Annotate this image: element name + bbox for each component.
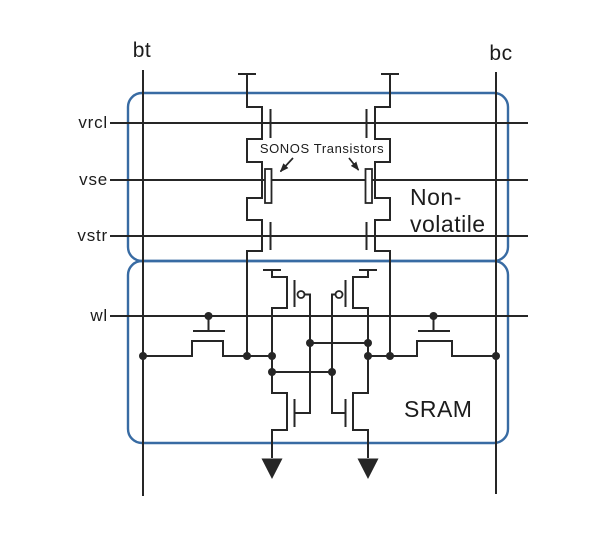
signal-label-vstr: vstr	[77, 226, 108, 245]
bitline-bc-label: bc	[489, 42, 513, 65]
ground-arrow-right	[357, 458, 379, 479]
pmos-bubble-left	[296, 290, 306, 299]
nonvolatile-region-label: Non- volatile	[410, 184, 486, 238]
nonvolatile-label-line1: Non-	[410, 184, 462, 210]
access-transistor-right	[368, 316, 496, 357]
signal-label-wl: wl	[90, 306, 108, 325]
bitline-bt-label: bt	[132, 39, 152, 62]
pmos-bubble-right	[334, 290, 344, 299]
sonos-gate-left	[264, 168, 273, 204]
sonos-gate-right	[364, 168, 373, 204]
right-inverter	[331, 269, 377, 458]
junction-dots	[139, 312, 500, 376]
left-nv-transistor-stack	[238, 73, 272, 356]
nonvolatile-label-line2: volatile	[410, 211, 486, 237]
sonos-annotation-label: SONOS Transistors	[259, 141, 385, 156]
left-inverter	[263, 269, 311, 458]
ground-arrow-left	[261, 458, 283, 479]
cross-coupling-wires	[272, 342, 368, 373]
access-transistor-left	[143, 316, 272, 357]
sram-region-outline	[126, 259, 510, 445]
signal-label-vse: vse	[79, 170, 108, 189]
sonos-annotation-arrows	[279, 157, 360, 173]
right-nv-transistor-stack	[365, 73, 399, 356]
sram-region-label: SRAM	[404, 396, 473, 422]
signal-label-vrcl: vrcl	[78, 113, 108, 132]
